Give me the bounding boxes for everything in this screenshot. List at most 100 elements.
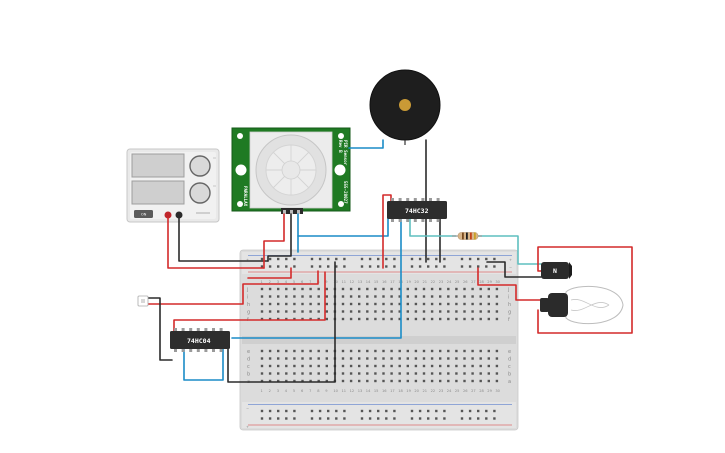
breadboard-hole[interactable] xyxy=(422,295,426,298)
breadboard-hole[interactable] xyxy=(349,302,353,306)
rail-hole[interactable] xyxy=(277,409,280,413)
breadboard-hole[interactable] xyxy=(260,310,264,313)
breadboard-hole[interactable] xyxy=(414,287,418,291)
rail-hole[interactable] xyxy=(377,257,380,261)
breadboard-hole[interactable] xyxy=(382,295,385,298)
rail-hole[interactable] xyxy=(285,257,288,261)
breadboard-hole[interactable] xyxy=(309,302,312,306)
breadboard-hole[interactable] xyxy=(277,317,280,321)
rail-hole[interactable] xyxy=(327,417,330,420)
breadboard-hole[interactable] xyxy=(439,287,442,291)
breadboard-hole[interactable] xyxy=(374,349,377,353)
rail-hole[interactable] xyxy=(260,265,264,268)
breadboard-hole[interactable] xyxy=(390,317,393,321)
breadboard-hole[interactable] xyxy=(487,349,490,353)
rail-hole[interactable] xyxy=(360,409,364,413)
breadboard-hole[interactable] xyxy=(277,287,280,291)
breadboard-hole[interactable] xyxy=(293,310,296,313)
breadboard-hole[interactable] xyxy=(341,287,345,291)
power-button[interactable] xyxy=(134,210,153,218)
rail-hole[interactable] xyxy=(343,417,346,420)
breadboard-hole[interactable] xyxy=(495,372,499,375)
breadboard-hole[interactable] xyxy=(349,317,353,321)
breadboard-hole[interactable] xyxy=(487,364,490,368)
breadboard-hole[interactable] xyxy=(358,379,361,383)
breadboard-hole[interactable] xyxy=(317,295,320,298)
breadboard-hole[interactable] xyxy=(398,372,401,375)
breadboard-hole[interactable] xyxy=(309,364,312,368)
breadboard-hole[interactable] xyxy=(471,372,474,375)
rail-hole[interactable] xyxy=(435,257,438,261)
breadboard-hole[interactable] xyxy=(382,372,385,375)
breadboard-hole[interactable] xyxy=(495,310,499,313)
rail-hole[interactable] xyxy=(493,257,496,261)
breadboard-hole[interactable] xyxy=(406,372,409,375)
breadboard-hole[interactable] xyxy=(358,295,361,298)
breadboard-hole[interactable] xyxy=(366,310,369,313)
breadboard-hole[interactable] xyxy=(398,295,401,298)
breadboard-hole[interactable] xyxy=(366,372,369,375)
breadboard-hole[interactable] xyxy=(260,357,264,360)
breadboard-hole[interactable] xyxy=(285,364,288,368)
breadboard-hole[interactable] xyxy=(309,372,312,375)
breadboard-hole[interactable] xyxy=(382,287,385,291)
breadboard-hole[interactable] xyxy=(455,295,458,298)
rail-hole[interactable] xyxy=(385,265,388,268)
rail-hole[interactable] xyxy=(393,265,396,268)
breadboard-hole[interactable] xyxy=(349,287,353,291)
breadboard-hole[interactable] xyxy=(285,302,288,306)
breadboard-hole[interactable] xyxy=(479,287,482,291)
rail-hole[interactable] xyxy=(477,257,480,261)
breadboard-hole[interactable] xyxy=(422,357,426,360)
breadboard-hole[interactable] xyxy=(285,310,288,313)
rail-hole[interactable] xyxy=(477,417,480,420)
breadboard-hole[interactable] xyxy=(301,364,304,368)
breadboard-hole[interactable] xyxy=(325,364,328,368)
breadboard-hole[interactable] xyxy=(260,295,264,298)
rail-hole[interactable] xyxy=(277,417,280,420)
breadboard-hole[interactable] xyxy=(406,317,409,321)
breadboard-hole[interactable] xyxy=(398,349,401,353)
breadboard-hole[interactable] xyxy=(398,364,401,368)
breadboard-hole[interactable] xyxy=(406,364,409,368)
breadboard-hole[interactable] xyxy=(382,302,385,306)
breadboard-hole[interactable] xyxy=(463,287,466,291)
breadboard-hole[interactable] xyxy=(301,302,304,306)
rail-hole[interactable] xyxy=(260,257,264,261)
rail-hole[interactable] xyxy=(468,417,472,420)
rail-hole[interactable] xyxy=(360,265,364,268)
breadboard-hole[interactable] xyxy=(374,317,377,321)
rail-hole[interactable] xyxy=(427,417,430,420)
breadboard-hole[interactable] xyxy=(455,302,458,306)
breadboard-hole[interactable] xyxy=(430,379,434,383)
breadboard-hole[interactable] xyxy=(301,287,304,291)
breadboard-hole[interactable] xyxy=(479,310,482,313)
breadboard-hole[interactable] xyxy=(325,357,328,360)
breadboard-hole[interactable] xyxy=(430,302,434,306)
breadboard-hole[interactable] xyxy=(349,295,353,298)
breadboard-hole[interactable] xyxy=(260,317,264,321)
breadboard-hole[interactable] xyxy=(293,364,296,368)
breadboard-hole[interactable] xyxy=(341,379,345,383)
breadboard-hole[interactable] xyxy=(268,372,272,375)
rail-hole[interactable] xyxy=(285,265,288,268)
rail-hole[interactable] xyxy=(260,417,264,420)
breadboard-hole[interactable] xyxy=(301,372,304,375)
breadboard-hole[interactable] xyxy=(406,302,409,306)
breadboard-hole[interactable] xyxy=(341,310,345,313)
breadboard-hole[interactable] xyxy=(325,379,328,383)
breadboard-hole[interactable] xyxy=(471,364,474,368)
breadboard-hole[interactable] xyxy=(366,379,369,383)
breadboard-hole[interactable] xyxy=(358,287,361,291)
rail-hole[interactable] xyxy=(277,265,280,268)
breadboard-hole[interactable] xyxy=(495,295,499,298)
rail-hole[interactable] xyxy=(485,265,488,268)
breadboard-hole[interactable] xyxy=(260,349,264,353)
breadboard-hole[interactable] xyxy=(463,295,466,298)
breadboard-hole[interactable] xyxy=(268,349,272,353)
breadboard-hole[interactable] xyxy=(447,295,450,298)
breadboard-hole[interactable] xyxy=(390,364,393,368)
breadboard-hole[interactable] xyxy=(358,364,361,368)
breadboard-hole[interactable] xyxy=(463,357,466,360)
rail-hole[interactable] xyxy=(310,417,314,420)
